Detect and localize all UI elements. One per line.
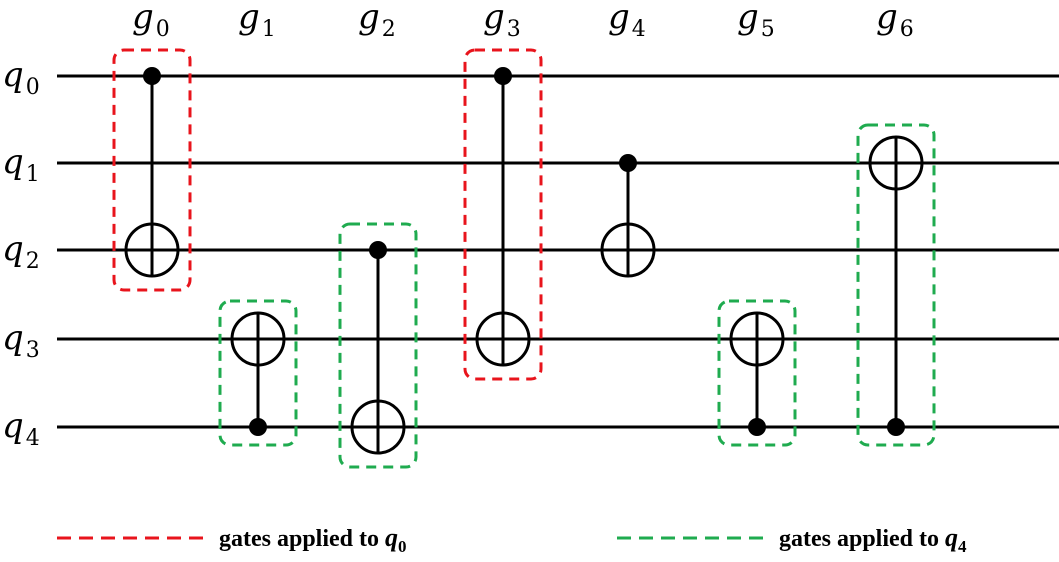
legend-var: q [385,523,398,552]
control-dot [494,67,512,85]
qubit-label-2: q2 [2,229,40,274]
gate-label-3: g3 [483,0,521,42]
qubit-label-3: q3 [2,318,40,363]
qubit-label-0-symbol: q [2,55,24,95]
gate-label-0: g0 [132,0,170,42]
qubit-label-4-symbol: q [2,406,24,446]
gate-label-2-symbol: g [358,0,380,37]
cnot-gate-1 [218,299,298,447]
control-dot [619,154,637,172]
gate-label-6-subscript: 6 [900,17,914,42]
cnot-gate-5 [717,299,797,447]
cnot-gate-0 [112,48,192,292]
qubit-label-1-subscript: 1 [26,162,40,187]
gate-group-box-q4 [338,222,418,469]
gate-label-4-symbol: g [608,0,630,37]
gate-label-1: g1 [238,0,276,42]
gate-label-5-subscript: 5 [761,17,775,42]
qubit-label-1-symbol: q [2,142,24,182]
legend-label-q0: gates applied to q0 [219,523,407,556]
qubit-label-3-subscript: 3 [26,338,40,363]
qubit-label-0: q0 [2,55,40,100]
gate-label-0-subscript: 0 [156,17,170,42]
gate-label-6-symbol: g [876,0,898,37]
control-dot [887,418,905,436]
legend-subscript: 4 [958,537,967,556]
gate-label-1-subscript: 1 [262,17,276,42]
gate-label-1-symbol: g [238,0,260,37]
legend-text: gates applied to [219,526,385,552]
legend-subscript: 0 [398,537,407,556]
gate-label-4-subscript: 4 [632,17,646,42]
control-dot [143,67,161,85]
control-dot [369,241,387,259]
cnot-gate-3 [463,48,543,381]
gate-label-4: g4 [608,0,646,42]
gate-label-0-symbol: g [132,0,154,37]
gate-group-box-q4 [218,299,298,447]
control-dot [249,418,267,436]
gate-group-box-q0 [463,48,543,381]
gate-label-2: g2 [358,0,396,42]
gate-label-3-symbol: g [483,0,505,37]
gate-group-box-q4 [717,299,797,447]
qubit-label-2-symbol: q [2,229,24,269]
gate-label-3-subscript: 3 [507,17,521,42]
legend-text: gates applied to [779,526,945,552]
cnot-gate-6 [856,123,936,447]
qubit-label-2-subscript: 2 [26,249,40,274]
qubit-label-3-symbol: q [2,318,24,358]
control-dot [748,418,766,436]
gate-group-box-q4 [856,123,936,447]
gate-label-5-symbol: g [737,0,759,37]
legend-label-q4: gates applied to q4 [779,523,967,556]
qubit-label-0-subscript: 0 [26,75,40,100]
gate-label-2-subscript: 2 [382,17,396,42]
qubit-label-4: q4 [2,406,40,451]
qubit-label-4-subscript: 4 [26,426,40,451]
legend-var: q [945,523,958,552]
qubit-label-1: q1 [2,142,40,187]
gate-label-6: g6 [876,0,914,42]
gate-label-5: g5 [737,0,775,42]
cnot-gate-4 [600,154,656,278]
cnot-gate-2 [338,222,418,469]
